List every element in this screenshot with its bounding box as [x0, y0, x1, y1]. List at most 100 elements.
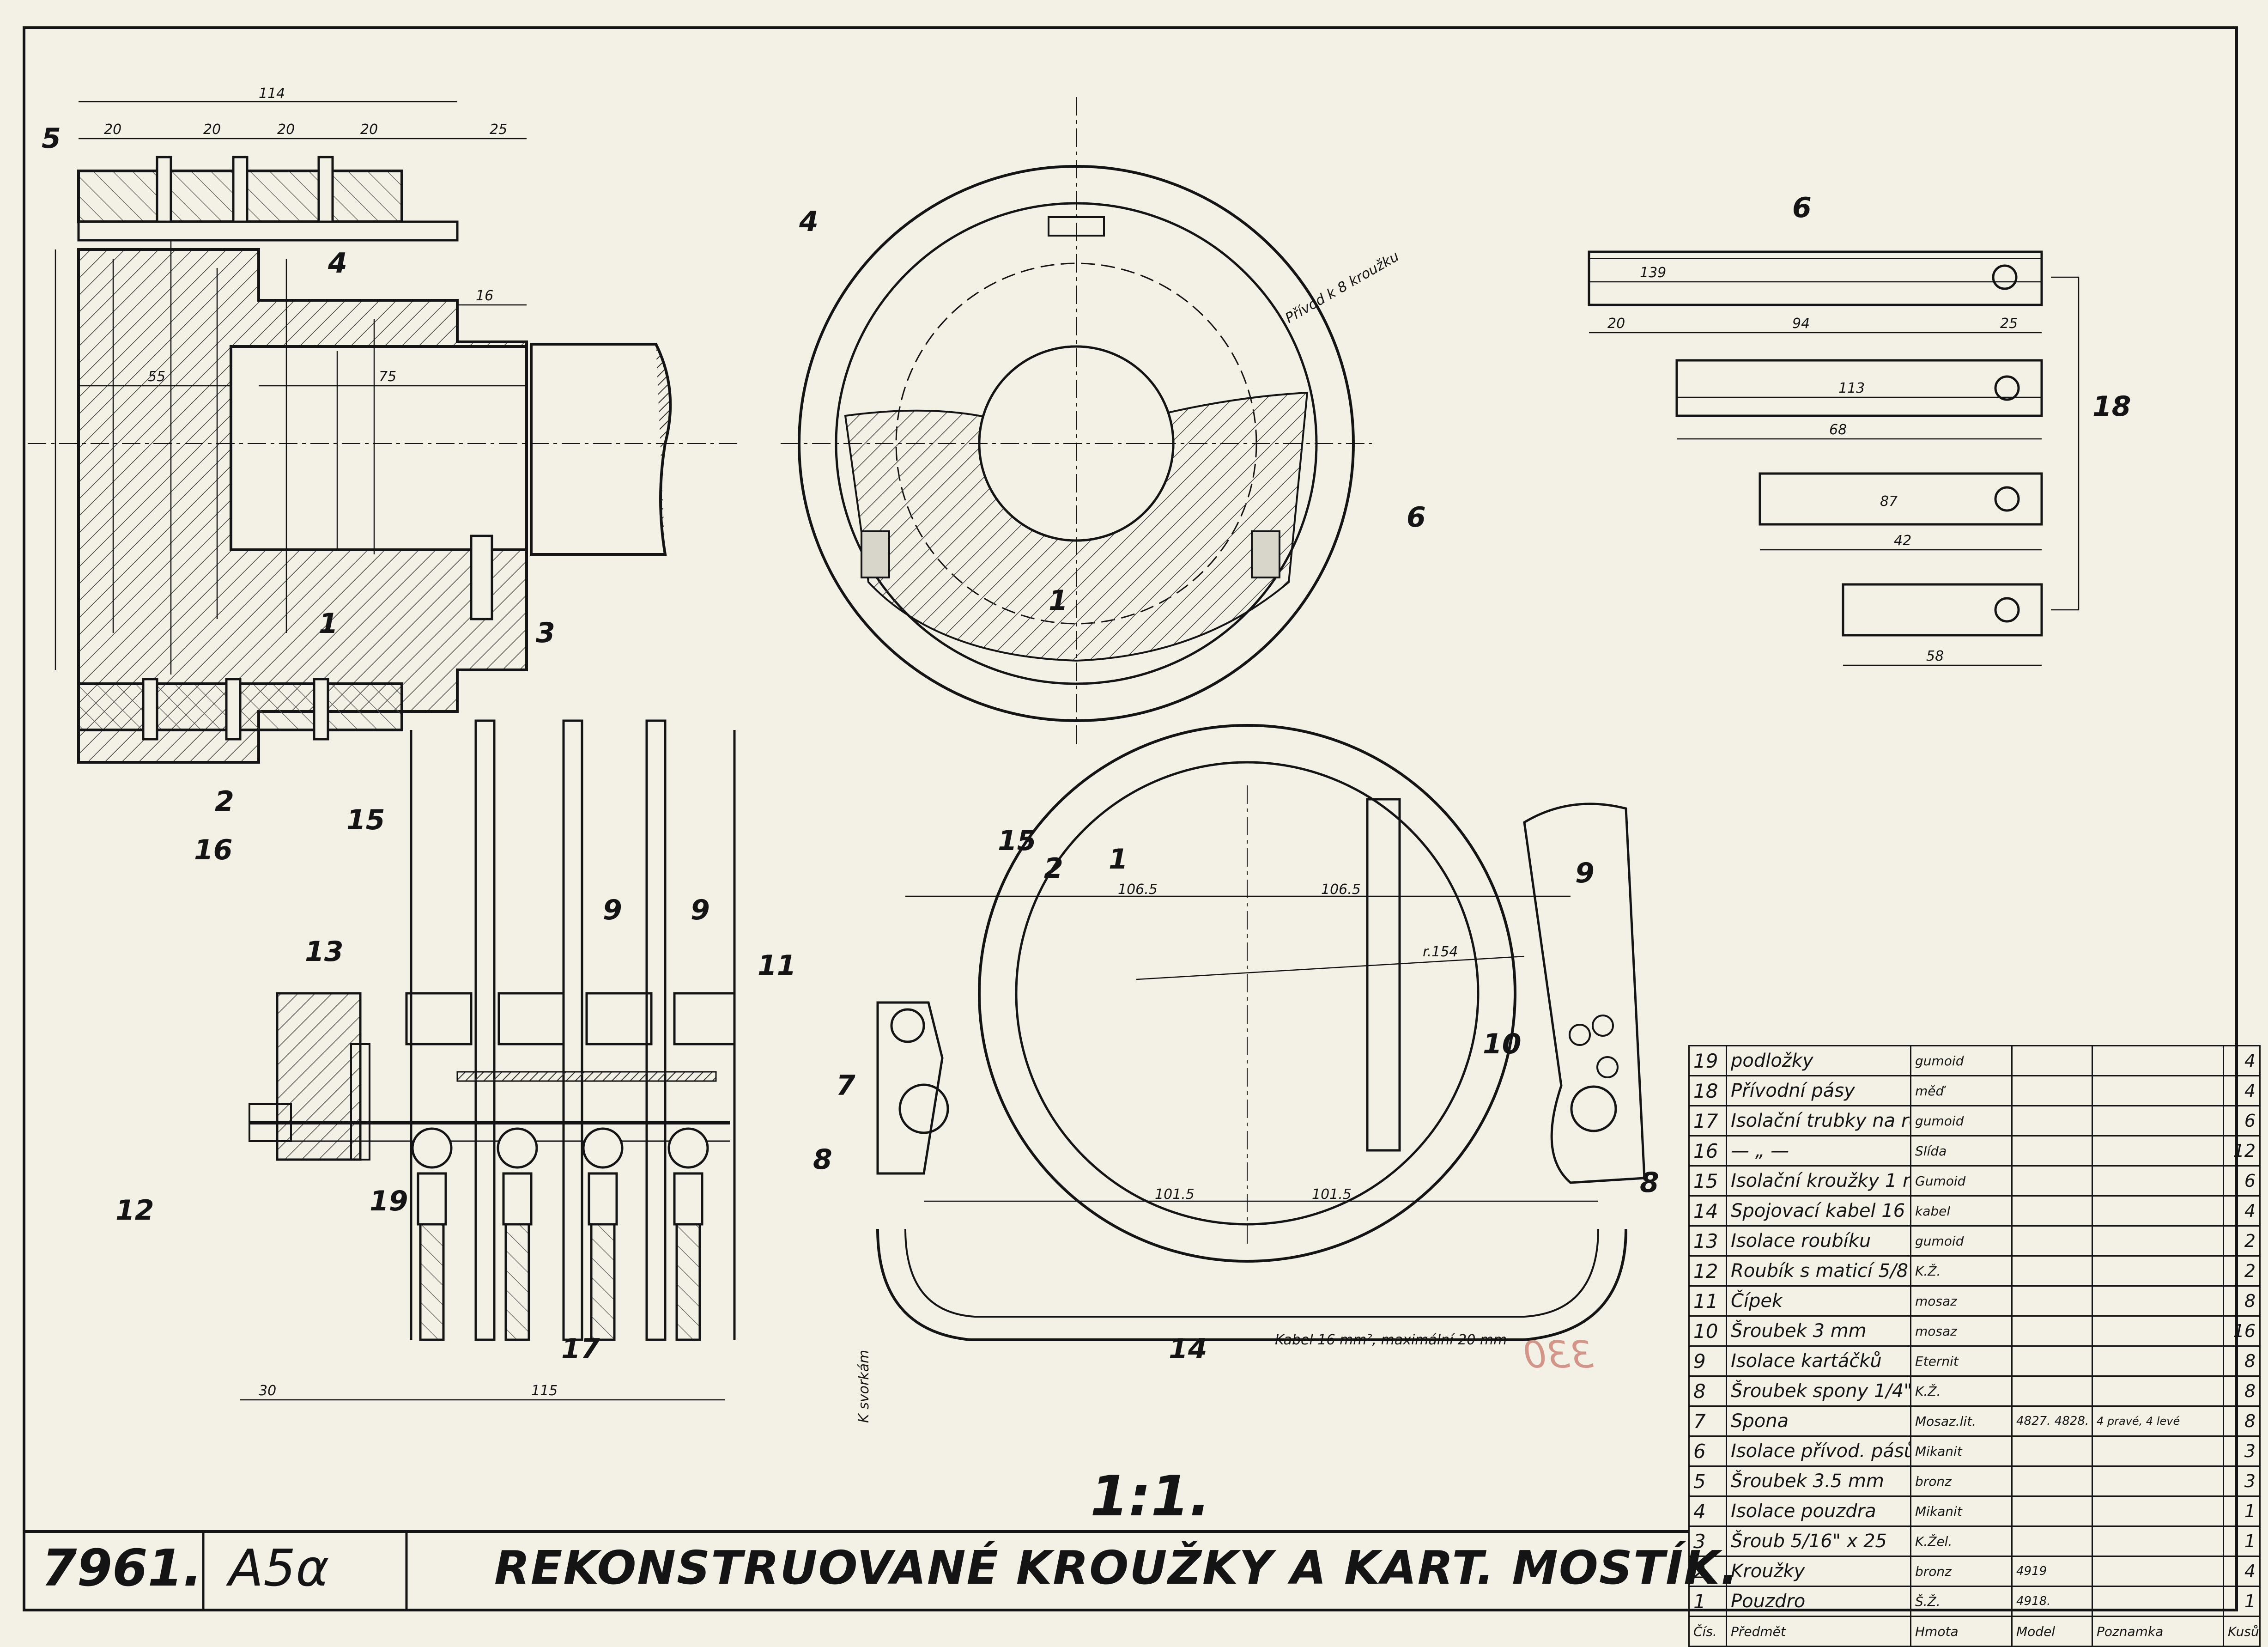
brush-bridge-front-view	[876, 724, 1646, 1341]
parts-cell-no: 8	[1688, 1375, 1727, 1407]
parts-cell-no: 19	[1688, 1045, 1727, 1076]
parts-cell-qty: 8	[2223, 1405, 2261, 1437]
parts-cell-model	[2011, 1195, 2093, 1227]
parts-cell-no: 12	[1688, 1255, 1727, 1287]
parts-cell-no: 1	[1688, 1586, 1727, 1617]
parts-cell-model	[2011, 1075, 2093, 1106]
parts-cell-model	[2011, 1045, 2093, 1076]
parts-cell-no: 14	[1688, 1195, 1727, 1227]
label-4a: 4	[327, 247, 347, 280]
parts-cell-material: Eternit	[1910, 1345, 2013, 1377]
parts-cell-name: Isolace přívod. pásů	[1726, 1435, 1911, 1467]
parts-cell-qty: 8	[2223, 1345, 2261, 1377]
parts-cell-model	[2011, 1465, 2093, 1497]
part-labels: 5 4 1 3 2 15 16 4 6 1 6 18 13 9 9 11 12 …	[42, 122, 2131, 1365]
dim-106-5a: 106.5	[1118, 881, 1158, 898]
label-2b: 2	[1044, 852, 1063, 885]
label-14: 14	[1169, 1333, 1207, 1365]
supply-strips-view	[1588, 250, 2080, 666]
parts-cell-no: 7	[1688, 1405, 1727, 1437]
parts-cell-model	[2011, 1225, 2093, 1257]
dim-30: 30	[259, 1383, 276, 1399]
label-9a: 9	[603, 894, 622, 926]
parts-cell-note	[2092, 1375, 2224, 1407]
parts-cell-qty: 3	[2223, 1465, 2261, 1497]
parts-cell-name: Isolační trubky na roubíky	[1726, 1105, 1911, 1136]
label-10: 10	[1483, 1028, 1522, 1060]
label-3: 3	[536, 617, 555, 649]
label-7: 7	[836, 1070, 855, 1102]
sheet-format: A5α	[229, 1538, 329, 1598]
parts-cell-qty: 4	[2223, 1195, 2261, 1227]
parts-cell-qty: 1	[2223, 1495, 2261, 1527]
parts-cell-material: gumoid	[1910, 1225, 2013, 1257]
parts-cell-model	[2011, 1525, 2093, 1557]
parts-cell-model	[2011, 1495, 2093, 1527]
label-18: 18	[2092, 390, 2131, 423]
parts-cell-note	[2092, 1435, 2224, 1467]
parts-cell-note	[2092, 1315, 2224, 1347]
label-6a: 6	[1407, 501, 1426, 534]
parts-cell-note	[2092, 1225, 2224, 1257]
parts-cell-model: 4918.	[2011, 1586, 2093, 1617]
dim-r154: r.154	[1423, 944, 1458, 960]
parts-header-note: Poznamka	[2092, 1616, 2224, 1647]
label-6b: 6	[1792, 192, 1812, 224]
dim-113: 113	[1838, 380, 1865, 396]
parts-cell-material: Mosaz.lit.	[1910, 1405, 2013, 1437]
parts-cell-material: gumoid	[1910, 1105, 2013, 1136]
dim-20-4: 20	[360, 122, 378, 138]
parts-cell-no: 18	[1688, 1075, 1727, 1106]
parts-cell-name: Přívodní pásy	[1726, 1075, 1911, 1106]
parts-cell-material: Slída	[1910, 1135, 2013, 1167]
parts-cell-material: bronz	[1910, 1556, 2013, 1587]
dim-139: 139	[1640, 265, 1666, 281]
parts-cell-qty: 4	[2223, 1045, 2261, 1076]
parts-cell-model	[2011, 1435, 2093, 1467]
label-8a: 8	[813, 1143, 832, 1176]
dim-42: 42	[1894, 533, 1911, 549]
parts-cell-name: Pouzdro	[1726, 1586, 1911, 1617]
parts-cell-no: 16	[1688, 1135, 1727, 1167]
parts-cell-material: K.Žel.	[1910, 1525, 2013, 1557]
label-12: 12	[115, 1194, 154, 1227]
parts-cell-model	[2011, 1315, 2093, 1347]
parts-cell-name: Šroub 5/16" x 25	[1726, 1525, 1911, 1557]
parts-cell-no: 13	[1688, 1225, 1727, 1257]
parts-cell-material: Š.Ž.	[1910, 1586, 2013, 1617]
parts-cell-name: Šroubek spony 1/4" s podložkou	[1726, 1375, 1911, 1407]
parts-cell-model	[2011, 1165, 2093, 1197]
parts-cell-name: Isolace pouzdra	[1726, 1495, 1911, 1527]
parts-cell-qty: 1	[2223, 1525, 2261, 1557]
dim-58: 58	[1926, 648, 1944, 664]
parts-cell-no: 3	[1688, 1525, 1727, 1557]
parts-cell-name: Čípek	[1726, 1285, 1911, 1317]
dim-101-5a: 101.5	[1155, 1186, 1195, 1203]
parts-cell-name: Isolace kartáčků	[1726, 1345, 1911, 1377]
dim-25: 25	[490, 122, 507, 138]
dimension-values: 114 20 20 20 20 25 55 75 16 139 20 94 25…	[104, 85, 2018, 1399]
front-view	[781, 97, 1372, 744]
parts-cell-name: podložky	[1726, 1045, 1911, 1076]
parts-header-model: Model	[2011, 1616, 2093, 1647]
label-2a: 2	[215, 785, 234, 818]
label-15a: 15	[346, 804, 385, 836]
label-1b: 1	[1049, 584, 1068, 617]
parts-cell-qty: 3	[2223, 1435, 2261, 1467]
label-1c: 1	[1109, 843, 1128, 875]
label-9b: 9	[691, 894, 710, 926]
parts-cell-note	[2092, 1135, 2224, 1167]
parts-cell-name: Spona	[1726, 1405, 1911, 1437]
parts-header-material: Hmota	[1910, 1616, 2013, 1647]
